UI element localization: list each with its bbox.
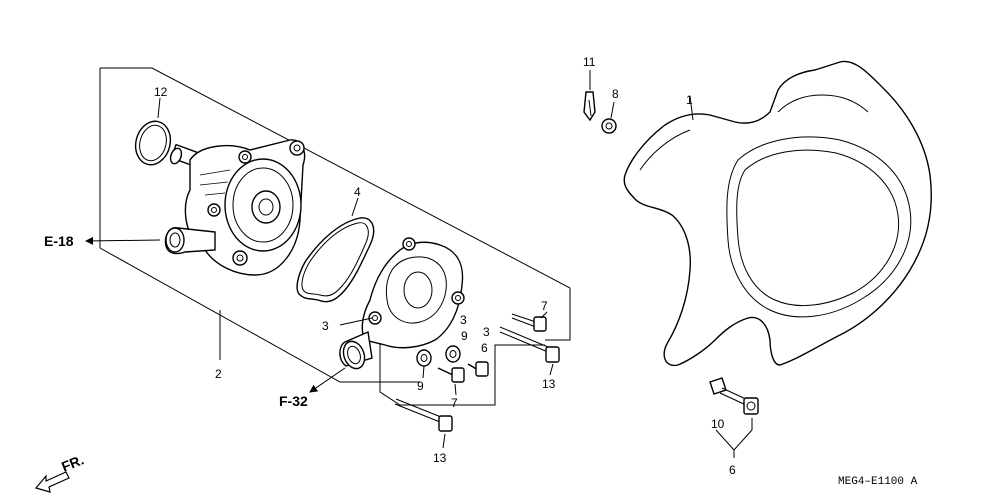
washer-8-part — [601, 101, 617, 134]
bolt-6-middle — [467, 361, 489, 377]
water-pump-assembly-part — [164, 139, 306, 276]
water-pump-cover-part — [339, 237, 465, 370]
f32-reference: F-32 — [279, 367, 346, 409]
washer-9-right — [445, 345, 461, 363]
callout-13-right: 13 — [542, 377, 556, 391]
sprocket-cover-part — [623, 60, 932, 367]
callout-9-upper: 9 — [461, 329, 468, 343]
f32-label: F-32 — [279, 393, 308, 409]
leader-lines — [339, 311, 554, 449]
bolt-7-upper — [511, 313, 547, 332]
callout-6-middle: 6 — [481, 341, 488, 355]
callout-2: 2 — [215, 367, 222, 381]
e18-reference: E-18 — [44, 233, 161, 249]
callout-3-right: 3 — [483, 325, 490, 339]
o-ring-part — [134, 97, 172, 166]
diagram-code: MEG4–E1100 A — [838, 476, 918, 488]
callout-4: 4 — [354, 185, 361, 199]
washer-9-left — [416, 349, 432, 367]
callout-11: 11 — [583, 55, 596, 69]
bolt-6-right-part — [743, 397, 759, 415]
assembly-bracket-lines — [99, 67, 571, 406]
callout-13-lower: 13 — [433, 451, 447, 465]
callout-1: 1 — [686, 93, 693, 107]
callout-10: 10 — [711, 417, 725, 431]
callout-7-lower: 7 — [451, 396, 458, 410]
callout-12: 12 — [154, 85, 168, 99]
clip-part — [583, 70, 596, 122]
callout-3-upper: 3 — [460, 313, 467, 327]
bolt-13-right — [499, 326, 560, 363]
callout-8: 8 — [612, 87, 619, 101]
front-direction-indicator: FR. — [34, 451, 86, 493]
e18-label: E-18 — [44, 233, 74, 249]
bolt-7-lower — [437, 367, 465, 383]
bolt-13-lower — [394, 398, 453, 432]
callout-numbers: 1 2 3 3 3 4 6 6 7 7 8 9 9 10 11 12 13 13 — [154, 55, 736, 477]
callout-6-bottom: 6 — [729, 463, 736, 477]
callout-9-lower: 9 — [417, 379, 424, 393]
callout-3-cover: 3 — [322, 319, 329, 333]
callout-7-upper: 7 — [541, 299, 548, 313]
front-label: FR. — [59, 451, 86, 474]
gasket-part — [296, 197, 375, 303]
bolt-10-part — [709, 377, 749, 406]
item-10-6-bracket — [715, 418, 753, 458]
